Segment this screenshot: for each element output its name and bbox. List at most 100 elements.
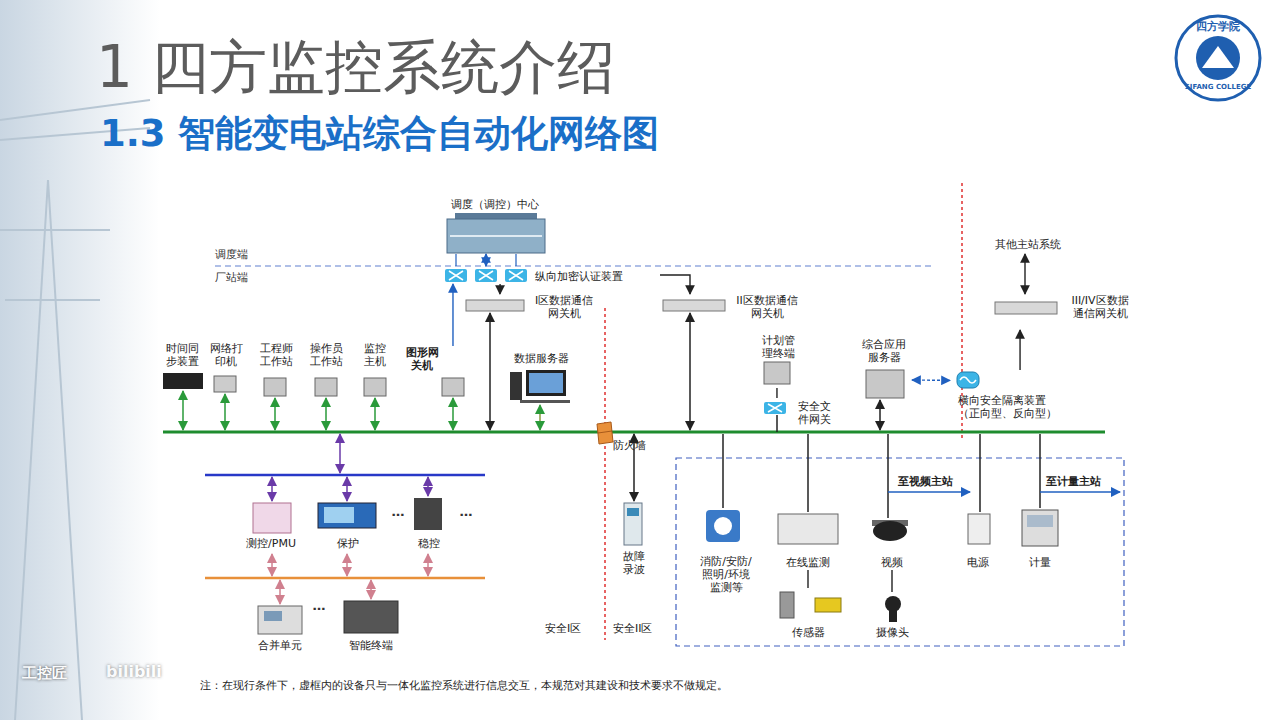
device-box: 电源: [955, 510, 1001, 570]
camera-icon: [885, 596, 901, 612]
node-label: III/IV区数据 通信网关机: [1060, 294, 1140, 320]
connector: [1024, 254, 1025, 294]
isolator-box: 横向安全隔离装置 （正向型、反向型）: [950, 370, 1100, 422]
protection-icon: [318, 503, 376, 528]
device-box: 保护: [312, 498, 384, 552]
node-label: 保护: [312, 537, 384, 550]
building-roof: [455, 213, 537, 219]
measure-icon: [253, 503, 291, 533]
slide-title: 1 四方监控系统介绍: [96, 36, 615, 100]
workstation-icon: [364, 378, 386, 396]
gateway-box: I区数据通信 网关机: [462, 294, 612, 328]
logo-core: [1196, 36, 1240, 80]
node-label: 图形网 关机: [403, 346, 441, 372]
node-label: I区数据通信 网关机: [528, 294, 600, 320]
station-bus: [163, 431, 1105, 434]
ellipsis: …: [388, 504, 408, 520]
bus-stub: [182, 391, 184, 430]
node-label: 调度（调控）中心: [430, 198, 560, 211]
node-label: 综合应用 服务器: [859, 338, 909, 364]
device-box: 图形网 关机: [403, 346, 467, 398]
node-label: 测控/PMU: [240, 537, 302, 550]
firewall-box: 防火墙: [595, 422, 657, 456]
workstation-icon: [264, 378, 286, 396]
bus-stub: [689, 313, 691, 430]
zone-label: 安全II区: [613, 622, 673, 635]
recorder-screen: [627, 508, 639, 516]
device-box: 消防/安防/ 照明/环境 监测等: [690, 508, 762, 600]
building-window: [450, 235, 542, 237]
link-wire: [515, 254, 516, 266]
bus-stub: [279, 580, 281, 604]
server-box: 综合应用 服务器: [856, 338, 912, 400]
recorder-icon: [624, 503, 642, 545]
file-gateway-icon: [764, 402, 786, 414]
device-box: 摄像头: [862, 592, 922, 640]
device-box: 工程师 工作站: [255, 342, 297, 396]
node-label: 监控 主机: [357, 342, 393, 368]
bus-stub: [271, 477, 273, 501]
link-wire: [455, 254, 456, 266]
bus-stub: [1039, 434, 1041, 508]
link-label: 至计量主站: [1046, 475, 1118, 488]
protection-screen: [324, 507, 354, 523]
gateway-icon: [995, 302, 1057, 314]
connector: [485, 254, 486, 266]
device-box: 计划管 理终端: [752, 334, 804, 388]
node-label: 计量: [1013, 556, 1067, 569]
bus-stub: [224, 394, 226, 430]
bus-stub: [887, 434, 889, 518]
gateway-box: III/IV区数据 通信网关机: [992, 294, 1142, 330]
node-label: 横向安全隔离装置 （正向型、反向型）: [958, 394, 1063, 420]
watermark: 工控匠: [22, 664, 82, 682]
tower-picture: [0, 100, 150, 720]
meter-icon: [1022, 510, 1058, 546]
dome-camera: [873, 521, 907, 541]
node-label: 工程师 工作站: [258, 342, 294, 368]
process-bus: [205, 474, 485, 477]
device-box: 计量: [1013, 505, 1067, 570]
bus-stub: [489, 313, 491, 430]
gateway-icon: [466, 300, 524, 311]
logo-mountain: [1202, 46, 1234, 68]
node-label: 防火墙: [613, 439, 653, 452]
zone-label: 厂站端: [215, 271, 265, 284]
device-box: 稳控: [404, 496, 454, 552]
device-box: 合并单元: [250, 602, 310, 656]
tower-leg: [15, 180, 82, 720]
encryption-mark: [509, 271, 523, 280]
merging-unit-screen: [264, 611, 282, 621]
connector: [891, 570, 892, 592]
logo-text: SIFANG COLLEGE: [1176, 83, 1260, 91]
zone-label: 安全I区: [545, 622, 605, 635]
slide-subtitle: 1.3 智能变电站综合自动化网络图: [100, 112, 900, 156]
server-icon: [866, 370, 904, 398]
sensor-icon: [815, 598, 841, 612]
tower-arm: [5, 299, 100, 301]
outgoing-arrow: [888, 491, 970, 493]
node-label: 计划管 理终端: [758, 334, 798, 360]
outgoing-arrow: [1040, 491, 1120, 493]
node-label: 视频: [862, 556, 922, 569]
device-box: 测控/PMU: [240, 500, 302, 552]
bus-stub: [346, 477, 348, 501]
bus-stub: [374, 398, 376, 430]
node-label: 传感器: [770, 626, 846, 639]
tower-arm: [0, 229, 110, 231]
device-box: 在线监测: [770, 510, 846, 570]
connector: [452, 284, 453, 346]
device-box: 安全文 件网关: [760, 398, 844, 428]
terminal-icon: [344, 601, 398, 633]
firewall-mark: [598, 431, 612, 433]
connector: [776, 388, 777, 398]
connector: [660, 275, 690, 294]
node-label: 合并单元: [250, 639, 310, 652]
device-box: 视频: [862, 515, 922, 570]
bus-stub: [370, 580, 372, 599]
zone-label: 调度端: [215, 248, 265, 261]
bus-stub: [807, 434, 809, 512]
node-label: 数据服务器: [505, 352, 577, 365]
node-label: 在线监测: [770, 556, 846, 569]
